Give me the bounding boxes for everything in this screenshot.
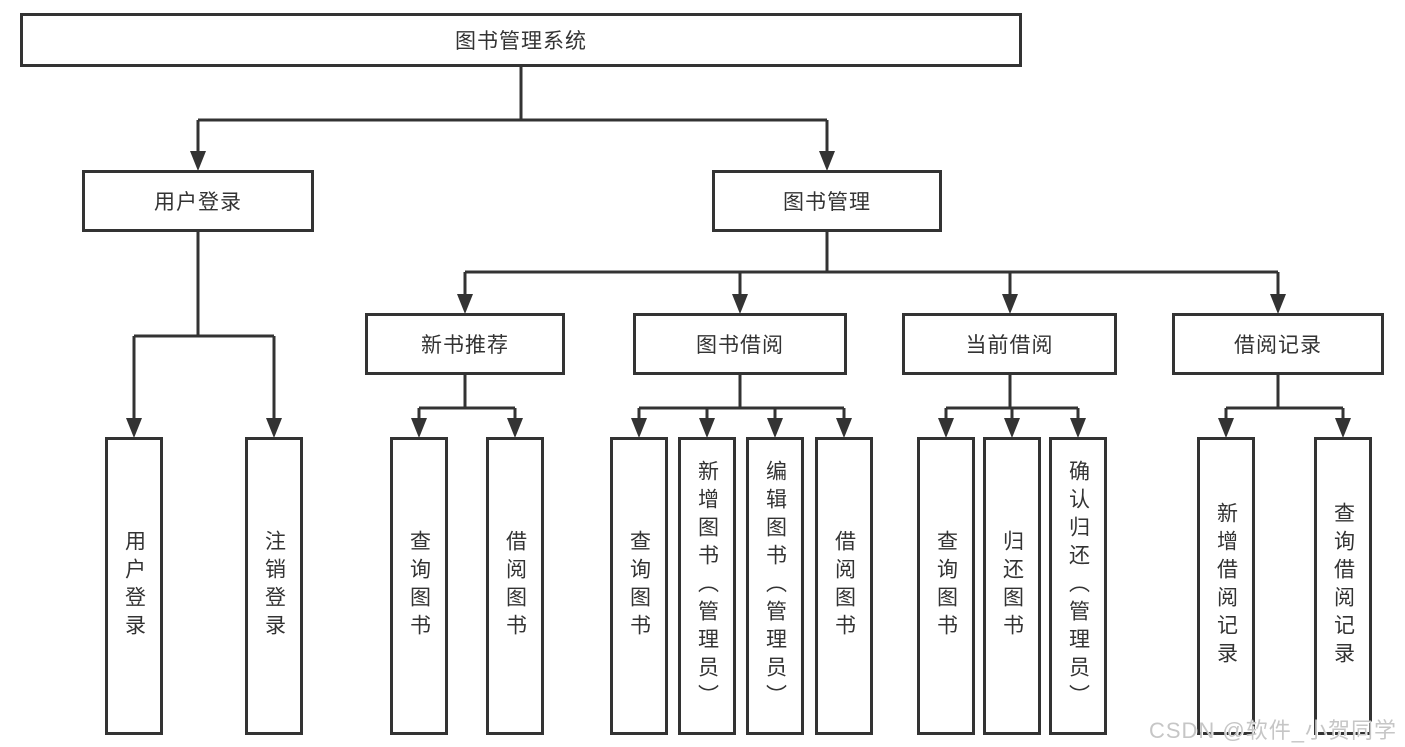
- leaf-borrow-query-books-label: 查询图书: [627, 530, 651, 642]
- connector-book-borrow-children: [637, 375, 846, 420]
- connector-borrow-records-children: [1224, 375, 1345, 420]
- connector-root-to-level2: [196, 67, 829, 153]
- node-current-borrow: 当前借阅: [902, 313, 1117, 375]
- arrowhead-new-book-recommend-children: [411, 418, 523, 438]
- leaf-user-login-label: 用户登录: [122, 530, 146, 642]
- connector-current-borrow-children: [944, 375, 1080, 420]
- leaf-current-confirm-return-admin-label: 确认归还（管理员）: [1066, 460, 1090, 712]
- leaf-recommend-query-books-label: 查询图书: [407, 530, 431, 642]
- node-book-management-label: 图书管理: [783, 191, 871, 214]
- node-new-book-recommend-label: 新书推荐: [421, 334, 509, 357]
- node-book-borrow-label: 图书借阅: [696, 334, 784, 357]
- node-borrow-records-label: 借阅记录: [1234, 334, 1322, 357]
- node-book-borrow: 图书借阅: [633, 313, 847, 375]
- leaf-borrow-borrow-books-label: 借阅图书: [832, 530, 856, 642]
- arrowhead-current-borrow-children: [938, 418, 1086, 438]
- connector-book-management-children: [463, 232, 1280, 296]
- leaf-borrow-add-books-admin-label: 新增图书（管理员）: [695, 460, 719, 712]
- leaf-records-query-record: 查询借阅记录: [1314, 437, 1372, 735]
- node-borrow-records: 借阅记录: [1172, 313, 1384, 375]
- leaf-logout-label: 注销登录: [262, 530, 286, 642]
- arrowhead-level2: [190, 151, 835, 171]
- leaf-user-login: 用户登录: [105, 437, 163, 735]
- leaf-current-query-books: 查询图书: [917, 437, 975, 735]
- connector-user-login-children: [132, 232, 276, 420]
- node-root-system-label: 图书管理系统: [455, 30, 587, 53]
- arrowhead-user-login-children: [126, 418, 282, 438]
- leaf-recommend-borrow-books-label: 借阅图书: [503, 530, 527, 642]
- leaf-logout: 注销登录: [245, 437, 303, 735]
- leaf-borrow-borrow-books: 借阅图书: [815, 437, 873, 735]
- node-root-system: 图书管理系统: [20, 13, 1022, 67]
- arrowhead-level3: [457, 294, 1286, 314]
- leaf-records-add-record: 新增借阅记录: [1197, 437, 1255, 735]
- node-book-management: 图书管理: [712, 170, 942, 232]
- leaf-borrow-edit-books-admin: 编辑图书（管理员）: [746, 437, 804, 735]
- leaf-current-return-books-label: 归还图书: [1000, 530, 1024, 642]
- node-user-login-label: 用户登录: [154, 191, 242, 214]
- leaf-records-add-record-label: 新增借阅记录: [1214, 502, 1238, 670]
- node-new-book-recommend: 新书推荐: [365, 313, 565, 375]
- leaf-recommend-query-books: 查询图书: [390, 437, 448, 735]
- node-current-borrow-label: 当前借阅: [965, 334, 1054, 357]
- leaf-borrow-add-books-admin: 新增图书（管理员）: [678, 437, 736, 735]
- connector-new-book-recommend-children: [417, 375, 517, 420]
- leaf-borrow-edit-books-admin-label: 编辑图书（管理员）: [763, 460, 787, 712]
- leaf-current-return-books: 归还图书: [983, 437, 1041, 735]
- leaf-current-confirm-return-admin: 确认归还（管理员）: [1049, 437, 1107, 735]
- csdn-watermark: CSDN @软件_小贺同学: [1148, 718, 1397, 743]
- arrowhead-book-borrow-children: [631, 418, 852, 438]
- leaf-current-query-books-label: 查询图书: [934, 530, 958, 642]
- node-user-login: 用户登录: [82, 170, 314, 232]
- arrowhead-borrow-records-children: [1218, 418, 1351, 438]
- leaf-borrow-query-books: 查询图书: [610, 437, 668, 735]
- leaf-records-query-record-label: 查询借阅记录: [1331, 502, 1355, 670]
- leaf-recommend-borrow-books: 借阅图书: [486, 437, 544, 735]
